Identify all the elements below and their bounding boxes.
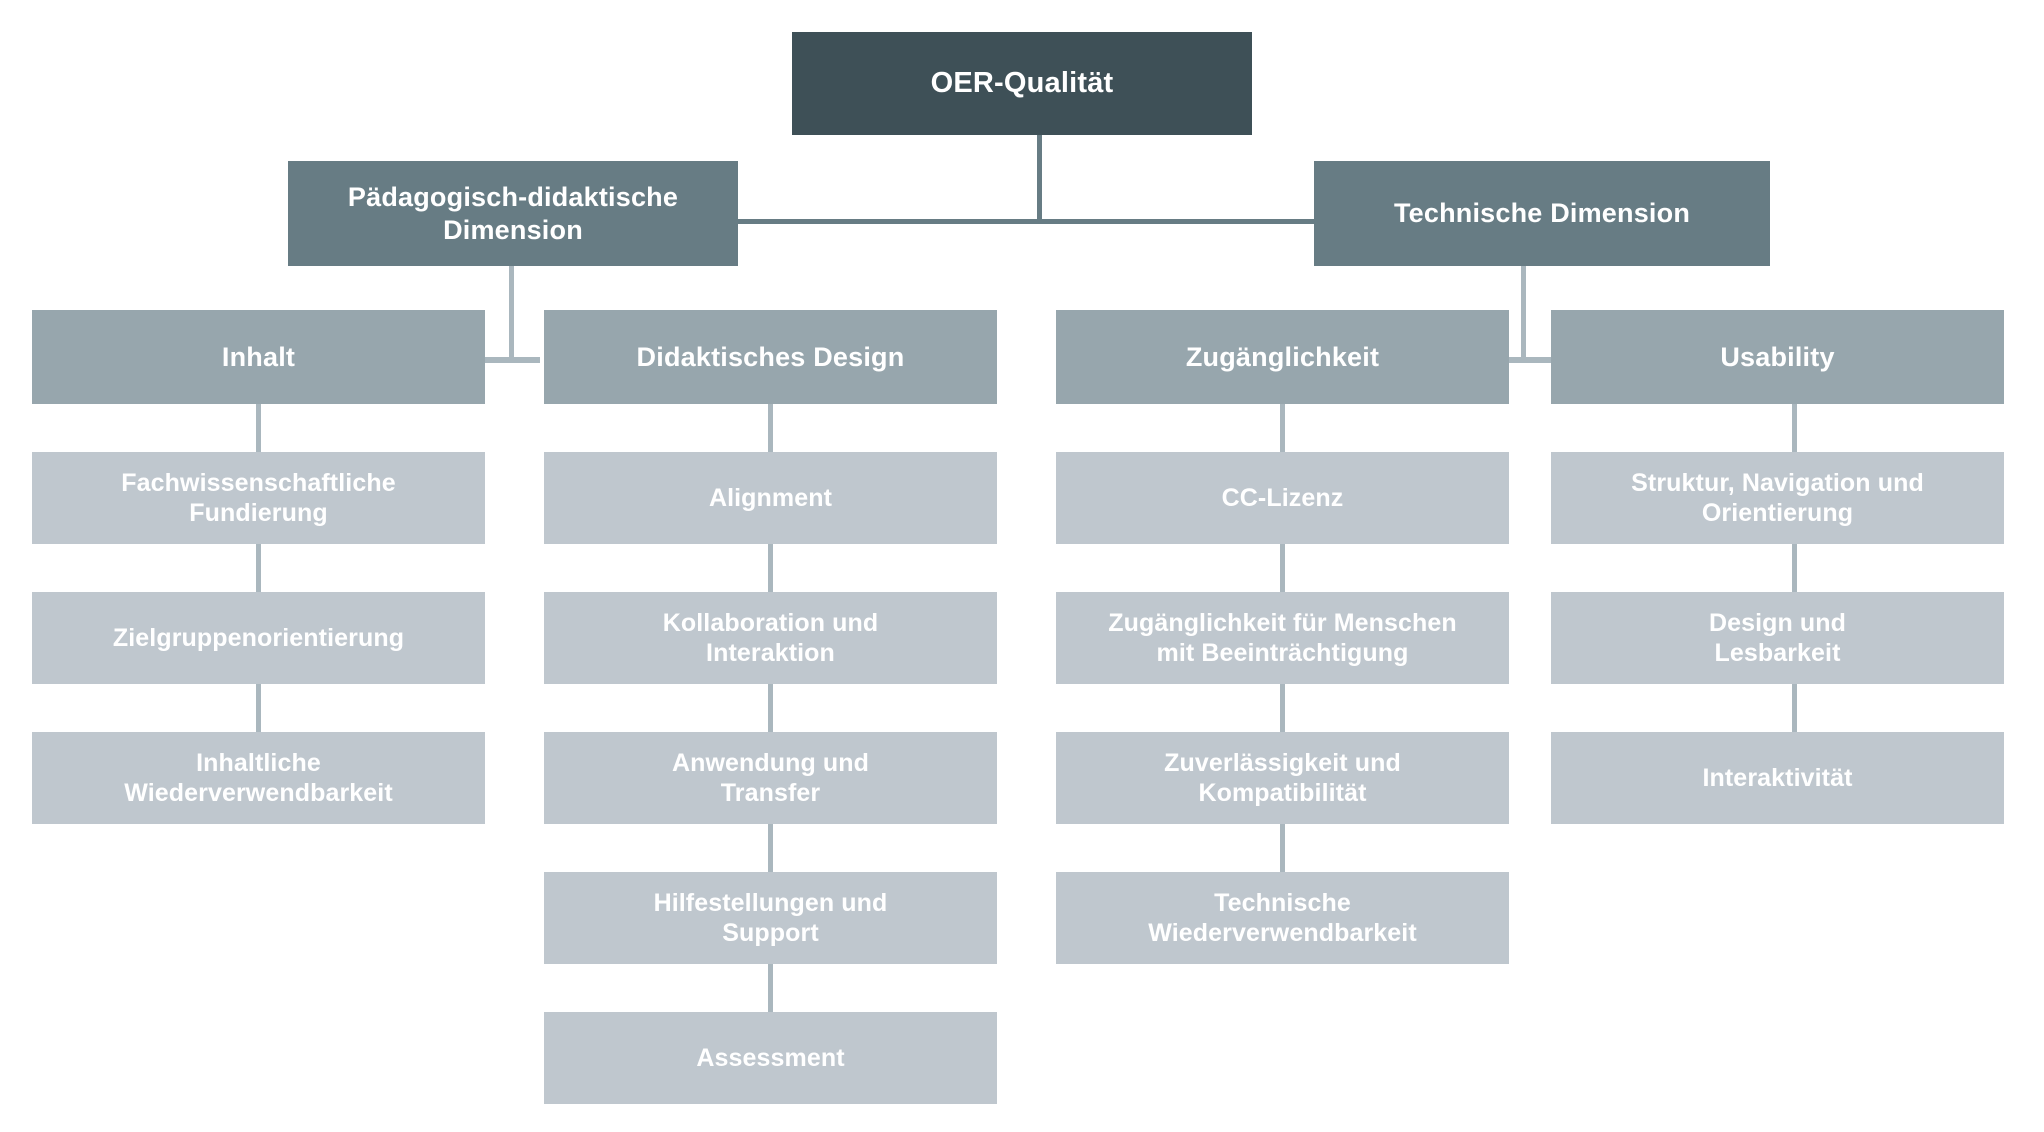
- connector-technical-bridge: [1496, 357, 1552, 363]
- node-criterion-inhaltliche-wiederverwendbarkeit[interactable]: Inhaltliche Wiederverwendbarkeit: [32, 732, 485, 824]
- node-category-inhalt-label: Inhalt: [221, 341, 296, 372]
- node-criterion-kollaboration-und-interaktion[interactable]: Kollaboration und Interaktion: [544, 592, 997, 684]
- node-criterion-label: Interaktivität: [1702, 763, 1853, 792]
- node-dimension-pedagogical-label: Pädagogisch-didaktische Dimension: [347, 181, 679, 245]
- node-criterion-hilfestellungen-und-support[interactable]: Hilfestellungen und Support: [544, 872, 997, 964]
- node-category-zugaenglichkeit[interactable]: Zugänglichkeit: [1056, 310, 1509, 404]
- node-criterion-anwendung-und-transfer[interactable]: Anwendung und Transfer: [544, 732, 997, 824]
- connector-inhalt-1: [256, 404, 261, 452]
- node-criterion-label: Zugänglichkeit für Menschen mit Beeinträ…: [1108, 608, 1457, 668]
- node-dimension-pedagogical[interactable]: Pädagogisch-didaktische Dimension: [288, 161, 738, 266]
- node-category-usability[interactable]: Usability: [1551, 310, 2004, 404]
- connector-pedagogical-stem: [509, 266, 514, 361]
- node-criterion-label: Hilfestellungen und Support: [653, 888, 888, 948]
- node-criterion-design-und-lesbarkeit[interactable]: Design und Lesbarkeit: [1551, 592, 2004, 684]
- node-criterion-label: Struktur, Navigation und Orientierung: [1631, 468, 1924, 528]
- connector-didaktik-3: [768, 684, 773, 732]
- node-root-oer-qualitaet[interactable]: OER-Qualität: [792, 32, 1252, 135]
- node-criterion-fachwissenschaftliche-fundierung[interactable]: Fachwissenschaftliche Fundierung: [32, 452, 485, 544]
- node-category-usability-label: Usability: [1720, 341, 1835, 372]
- node-criterion-zielgruppenorientierung[interactable]: Zielgruppenorientierung: [32, 592, 485, 684]
- node-criterion-label: Kollaboration und Interaktion: [662, 608, 879, 668]
- node-criterion-zuverlaessigkeit-und-kompatibilitaet[interactable]: Zuverlässigkeit und Kompatibilität: [1056, 732, 1509, 824]
- node-criterion-label: Zielgruppenorientierung: [112, 623, 405, 652]
- node-criterion-label: Alignment: [708, 483, 833, 512]
- connector-root-stem: [1037, 135, 1042, 223]
- connector-zugang-2: [1280, 544, 1285, 592]
- node-criterion-label: Zuverlässigkeit und Kompatibilität: [1164, 748, 1401, 808]
- node-criterion-assessment[interactable]: Assessment: [544, 1012, 997, 1104]
- node-root-label: OER-Qualität: [930, 66, 1114, 99]
- connector-didaktik-2: [768, 544, 773, 592]
- connector-usability-2: [1792, 544, 1797, 592]
- connector-zugang-1: [1280, 404, 1285, 452]
- node-criterion-alignment[interactable]: Alignment: [544, 452, 997, 544]
- node-criterion-label: Technische Wiederverwendbarkeit: [1148, 888, 1417, 948]
- node-criterion-interaktivitaet[interactable]: Interaktivität: [1551, 732, 2004, 824]
- node-category-zugaenglichkeit-label: Zugänglichkeit: [1185, 341, 1380, 372]
- node-criterion-label: Anwendung und Transfer: [671, 748, 870, 808]
- connector-usability-1: [1792, 404, 1797, 452]
- node-dimension-technical[interactable]: Technische Dimension: [1314, 161, 1770, 266]
- connector-technical-stem: [1521, 266, 1526, 361]
- node-criterion-label: Assessment: [696, 1043, 845, 1072]
- node-criterion-label: CC-Lizenz: [1221, 483, 1344, 512]
- connector-inhalt-3: [256, 684, 261, 732]
- node-category-didaktisches-design[interactable]: Didaktisches Design: [544, 310, 997, 404]
- connector-usability-3: [1792, 684, 1797, 732]
- node-criterion-cc-lizenz[interactable]: CC-Lizenz: [1056, 452, 1509, 544]
- node-criterion-technische-wiederverwendbarkeit[interactable]: Technische Wiederverwendbarkeit: [1056, 872, 1509, 964]
- node-criterion-label: Fachwissenschaftliche Fundierung: [121, 468, 396, 528]
- node-criterion-zugaenglichkeit-fuer-menschen-mit-beeintraechtigung[interactable]: Zugänglichkeit für Menschen mit Beeinträ…: [1056, 592, 1509, 684]
- node-criterion-struktur-navigation-und-orientierung[interactable]: Struktur, Navigation und Orientierung: [1551, 452, 2004, 544]
- connector-inhalt-2: [256, 544, 261, 592]
- connector-dimension-bus: [736, 219, 1316, 224]
- connector-didaktik-1: [768, 404, 773, 452]
- connector-zugang-3: [1280, 684, 1285, 732]
- node-category-didaktisches-design-label: Didaktisches Design: [636, 341, 905, 372]
- node-criterion-label: Inhaltliche Wiederverwendbarkeit: [124, 748, 393, 808]
- connector-didaktik-5: [768, 964, 773, 1012]
- node-category-inhalt[interactable]: Inhalt: [32, 310, 485, 404]
- connector-pedagogical-bridge: [484, 357, 540, 363]
- node-criterion-label: Design und Lesbarkeit: [1708, 608, 1847, 668]
- connector-zugang-4: [1280, 824, 1285, 872]
- node-dimension-technical-label: Technische Dimension: [1393, 198, 1691, 229]
- connector-didaktik-4: [768, 824, 773, 872]
